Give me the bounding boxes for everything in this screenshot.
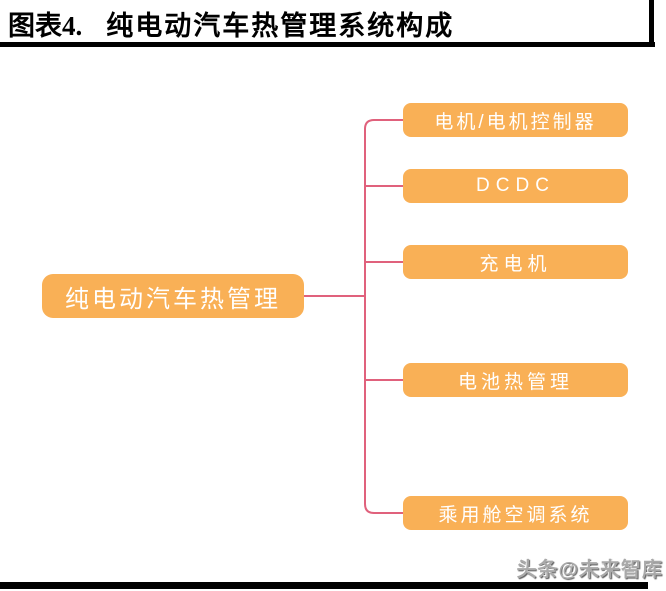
child-node-charger: 充电机 bbox=[403, 245, 628, 279]
child-node-label: 电池热管理 bbox=[457, 371, 573, 393]
child-node-label: 乘用舱空调系统 bbox=[438, 504, 593, 526]
child-node-label: 电机/电机控制器 bbox=[434, 111, 597, 133]
child-node-label: DCDC bbox=[476, 175, 555, 196]
figure-header: 图表4. 纯电动汽车热管理系统构成 bbox=[8, 4, 454, 43]
child-node-battery-thermal: 电池热管理 bbox=[403, 363, 628, 397]
header-rule-corner bbox=[649, 0, 654, 47]
root-node-label: 纯电动汽车热管理 bbox=[65, 285, 281, 313]
footer-rule bbox=[0, 582, 648, 589]
root-node-thermal-management: 纯电动汽车热管理 bbox=[42, 274, 304, 318]
child-node-label: 充电机 bbox=[479, 253, 552, 275]
figure-label: 图表4. bbox=[8, 11, 83, 41]
watermark: 头条@未来智库 bbox=[516, 559, 663, 581]
figure-title: 纯电动汽车热管理系统构成 bbox=[106, 11, 455, 41]
header-rule bbox=[0, 42, 655, 47]
child-node-motor-controller: 电机/电机控制器 bbox=[403, 103, 628, 137]
child-node-cabin-ac: 乘用舱空调系统 bbox=[403, 496, 628, 530]
child-node-dcdc: DCDC bbox=[403, 169, 628, 203]
